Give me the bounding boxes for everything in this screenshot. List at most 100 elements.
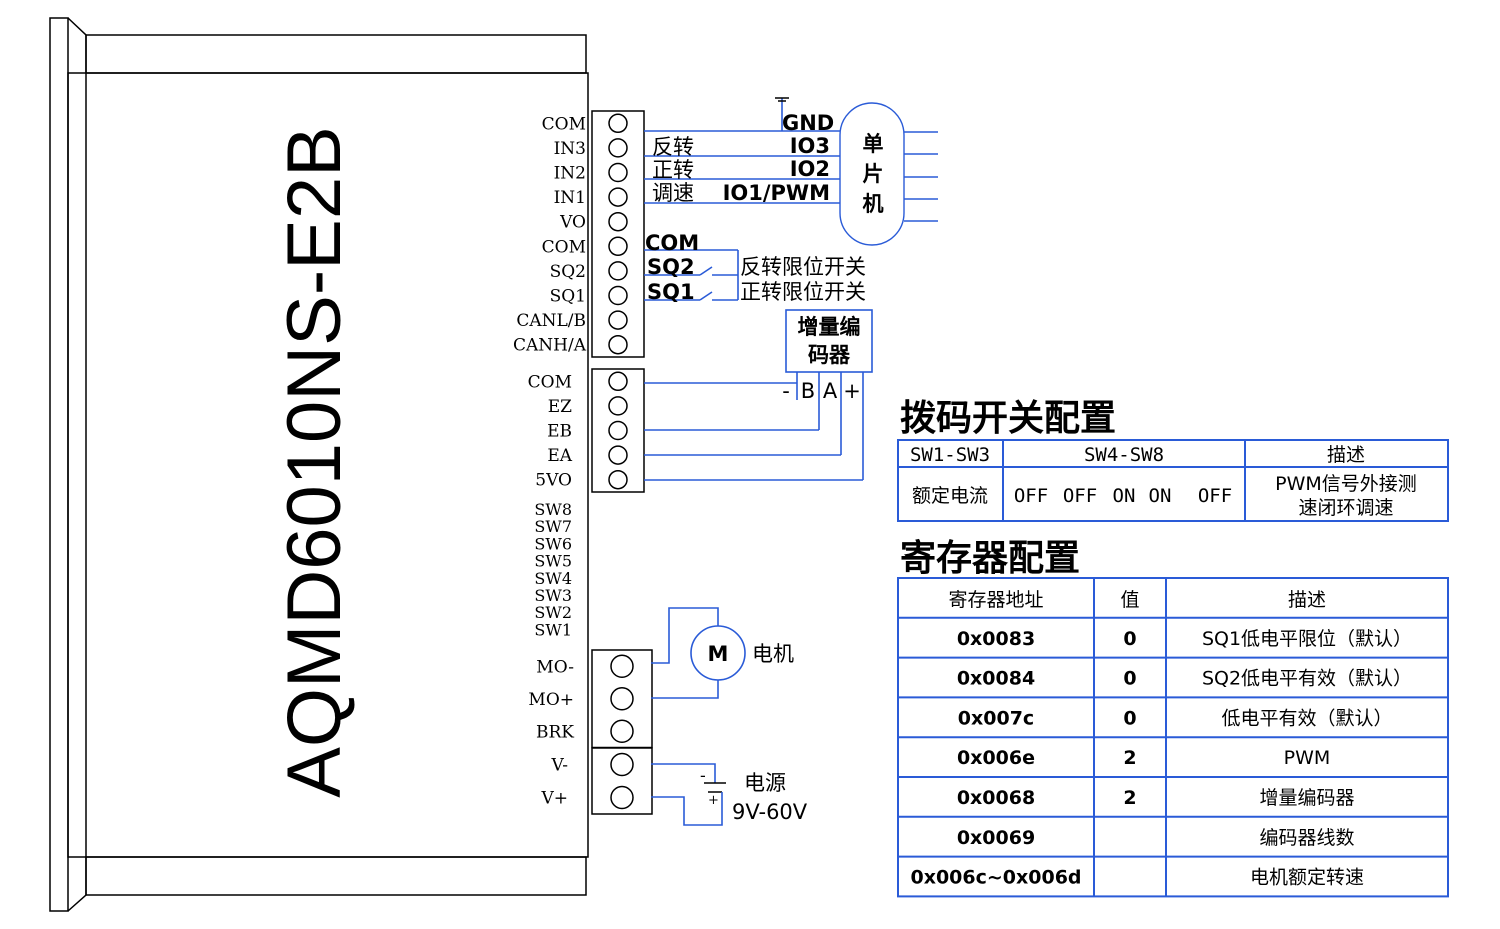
motor-block: M 电机 <box>651 607 794 699</box>
terminal-screw <box>610 785 634 810</box>
terminal-label: VO <box>559 213 586 233</box>
power-minus-sign: - <box>700 766 706 786</box>
terminal-label: COM <box>528 372 572 392</box>
reg-addr: 0x006c~0x006d <box>910 867 1081 889</box>
reg-value: 0 <box>1123 668 1136 690</box>
terminal-screw <box>608 285 628 306</box>
terminal-label: IN2 <box>554 164 586 184</box>
reg-addr: 0x006e <box>957 747 1035 769</box>
signal-speed: 调速 <box>652 181 694 205</box>
reg-addr: 0x0084 <box>957 668 1035 690</box>
switch-label: SW1 <box>534 620 572 639</box>
terminal-screw <box>608 187 628 207</box>
terminal-label: CANL/B <box>516 311 586 331</box>
terminal-blocks: COMIN3IN2IN1VOCOMSQ2SQ1CANL/BCANH/ACOMEZ… <box>513 110 653 815</box>
terminal-label: SQ1 <box>550 287 586 307</box>
terminal-screw <box>608 371 628 392</box>
limit-sq1-desc: 正转限位开关 <box>740 280 866 304</box>
terminal-label: EB <box>547 422 572 442</box>
terminal-screw <box>608 334 628 355</box>
limit-com-label: COM <box>645 231 699 255</box>
terminal-label: IN1 <box>554 188 586 208</box>
reg-addr: 0x0083 <box>957 628 1035 650</box>
signal-reverse: 反转 <box>652 135 694 159</box>
reg-desc: 增量编码器 <box>1259 787 1354 809</box>
dip-state: OFF <box>1063 485 1097 507</box>
reg-value: 0 <box>1123 628 1136 650</box>
terminal-screw <box>608 445 628 465</box>
encoder-label: 增量编 <box>798 315 861 339</box>
reg-header: 描述 <box>1288 589 1326 611</box>
reg-header: 值 <box>1120 589 1139 611</box>
mcu-label-char: 机 <box>863 192 884 216</box>
dip-state: ON <box>1149 485 1172 507</box>
terminal-label: CANH/A <box>513 336 587 356</box>
wire-power-plus <box>651 792 723 826</box>
dip-state: OFF <box>1198 485 1232 507</box>
reg-addr: 0x007c <box>958 707 1034 729</box>
terminal-block-power-frame <box>591 747 653 815</box>
dip-state: ON <box>1113 485 1136 507</box>
terminal-label: MO- <box>536 657 574 677</box>
terminal-screw <box>610 654 634 678</box>
driver-housing <box>49 17 589 912</box>
mcu-label-char: 单 <box>863 132 884 156</box>
dip-switch-table: 拨码开关配置 SW1-SW3 SW4-SW8 描述 额定电流 OFF OFF O… <box>897 398 1449 522</box>
mcu-wires: GND IO3 IO2 IO1/PWM 反转 正转 调速 <box>644 97 840 205</box>
dip-header: SW4-SW8 <box>1084 444 1164 466</box>
reg-desc: SQ2低电平有效（默认） <box>1202 668 1412 690</box>
mcu-body <box>839 102 905 246</box>
terminal-screw <box>608 261 628 281</box>
signal-forward: 正转 <box>652 158 694 182</box>
dip-header: 描述 <box>1327 444 1365 466</box>
reg-table-title: 寄存器配置 <box>900 538 1080 579</box>
terminal-screw <box>608 211 628 232</box>
wire-motor-minus <box>651 607 719 664</box>
terminal-screw <box>608 396 628 416</box>
terminal-label: COM <box>542 114 586 134</box>
encoder-label: 码器 <box>808 343 851 367</box>
terminal-label: MO+ <box>528 690 574 710</box>
wire-motor-plus <box>651 680 719 699</box>
power-plus-sign: + <box>708 793 719 808</box>
wire-power-minus <box>651 763 716 783</box>
switch-label: SW3 <box>534 586 572 605</box>
terminal-block-motor: MO-MO+BRK <box>528 649 653 749</box>
housing-bottom-rail <box>85 856 587 896</box>
model-label: AQMD6010NS-E2B <box>272 126 357 798</box>
terminal-block-motor-frame <box>591 649 653 749</box>
reg-addr: 0x0068 <box>957 787 1035 809</box>
terminal-label: V+ <box>540 789 568 809</box>
dip-header: SW1-SW3 <box>910 444 990 466</box>
reg-desc: SQ1低电平限位（默认） <box>1202 628 1412 650</box>
encoder-body <box>785 309 873 373</box>
reg-value: 2 <box>1123 787 1136 809</box>
mcu-block: 单 片 机 <box>839 102 938 246</box>
terminal-screw <box>608 420 628 441</box>
reg-addr: 0x0069 <box>957 827 1035 849</box>
reg-value: 0 <box>1123 707 1136 729</box>
power-range: 9V-60V <box>732 800 808 824</box>
dip-table-title: 拨码开关配置 <box>900 398 1116 439</box>
motor-label: 电机 <box>752 642 794 666</box>
dip-state: OFF <box>1014 485 1048 507</box>
dip-row-label: 额定电流 <box>912 485 988 507</box>
table-row: 0x0084 0 SQ2低电平有效（默认） <box>957 668 1412 690</box>
terminal-label: EA <box>547 446 572 466</box>
power-block: - + 电源 9V-60V <box>651 763 808 826</box>
switch-label: SW2 <box>534 603 572 622</box>
switch-label: SW4 <box>534 569 572 588</box>
terminal-screw <box>608 310 628 330</box>
switch-sq1-contact <box>699 291 713 301</box>
housing-top-rail <box>85 34 587 74</box>
terminal-label: V- <box>551 756 568 776</box>
switch-label: SW8 <box>534 500 572 519</box>
reg-desc: 编码器线数 <box>1259 827 1354 849</box>
housing-bevel <box>67 17 87 912</box>
switch-label: SW6 <box>534 534 572 553</box>
terminal-screw <box>608 138 628 158</box>
terminal-screw <box>608 469 628 490</box>
